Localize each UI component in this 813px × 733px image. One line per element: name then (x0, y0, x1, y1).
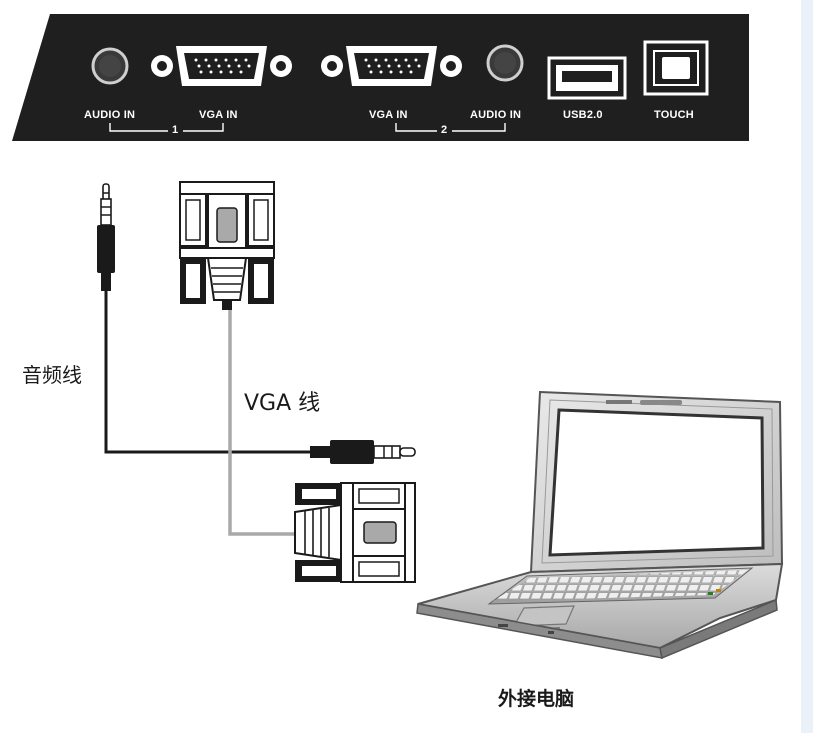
laptop-illustration (416, 390, 784, 660)
label-touch: TOUCH (654, 109, 694, 121)
audio-cable (97, 183, 416, 464)
connector-panel (12, 14, 749, 141)
label-vga-in-1: VGA IN (199, 109, 238, 121)
audio-in-1-jack (91, 47, 129, 85)
label-group-2: 2 (441, 124, 448, 136)
label-group-1: 1 (172, 124, 179, 136)
page-edge (801, 0, 813, 733)
audio-cable-label: 音频线 (22, 363, 82, 387)
usb-port (547, 56, 627, 100)
vga-in-1-port (151, 46, 292, 86)
label-audio-in-1: AUDIO IN (84, 109, 136, 121)
label-vga-in-2: VGA IN (369, 109, 408, 121)
group-brackets (109, 123, 506, 132)
laptop-caption: 外接电脑 (498, 688, 575, 710)
vga-cable-label: VGA 线 (244, 391, 321, 416)
vga-cable (179, 181, 416, 583)
touch-port (643, 40, 709, 96)
label-usb: USB2.0 (563, 109, 603, 121)
vga-in-2-port (321, 46, 462, 86)
audio-in-2-jack (486, 44, 524, 82)
label-audio-in-2: AUDIO IN (470, 109, 522, 121)
